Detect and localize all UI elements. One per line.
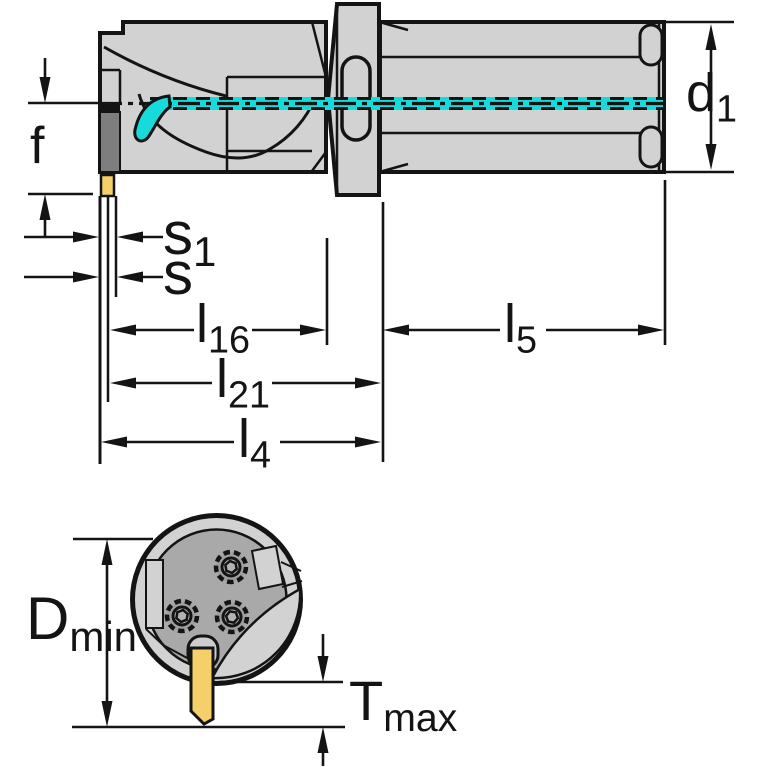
label-dmin: Dmin xyxy=(26,585,138,660)
cutter-head xyxy=(98,20,328,198)
flute-curve-upper xyxy=(103,45,227,98)
label-tmax: Tmax xyxy=(349,669,458,740)
coolant-bar xyxy=(150,97,663,110)
label-l16: l16 xyxy=(196,294,251,362)
coolant-channel xyxy=(100,94,663,143)
chip-pocket xyxy=(209,586,302,680)
tool-body-front xyxy=(130,513,303,726)
label-l5: l5 xyxy=(504,294,538,362)
head-chamfer-bottom xyxy=(310,151,328,172)
dimensions-front xyxy=(72,537,345,766)
label-s1: s1 xyxy=(163,200,217,275)
face-facet-1 xyxy=(145,628,164,646)
label-l21: l21 xyxy=(216,349,271,417)
insert-front xyxy=(189,646,215,726)
label-s: s xyxy=(163,240,193,307)
shank-notch-top xyxy=(638,23,664,67)
seat-clamp-band xyxy=(100,103,120,112)
dimension-l21 xyxy=(110,377,381,389)
dimension-dmin xyxy=(72,537,345,729)
dimension-f xyxy=(28,58,100,236)
dimensions-side xyxy=(24,20,734,464)
shank-chamfer-top xyxy=(382,21,409,32)
rim-slot-line-2 xyxy=(281,580,303,588)
pocket-left xyxy=(145,559,164,629)
label-l4: l4 xyxy=(238,409,272,477)
pocket-top-right xyxy=(250,544,285,591)
rim-slot-line-1 xyxy=(280,561,302,572)
insert-side xyxy=(99,173,116,198)
screw-2 xyxy=(164,598,200,634)
coolant-outlet xyxy=(133,94,172,143)
label-d1: d1 xyxy=(686,63,738,131)
dimension-l16 xyxy=(110,238,329,345)
dimension-l5 xyxy=(381,180,667,462)
flute-curve-lower xyxy=(137,93,317,160)
dimension-s1 xyxy=(24,231,163,243)
label-f: f xyxy=(30,117,45,175)
head-chamfer-top xyxy=(310,21,328,78)
shank-chamfer-bottom xyxy=(382,162,409,173)
cartridge xyxy=(99,111,121,173)
screw-1 xyxy=(213,549,249,585)
dimension-s xyxy=(24,271,163,283)
dimension-l4 xyxy=(101,436,381,448)
face-facet-2 xyxy=(162,644,190,660)
blade-extension-lines xyxy=(98,196,118,464)
side-view xyxy=(24,2,734,464)
shank-notch-bottom xyxy=(638,125,664,169)
dimension-tmax xyxy=(220,634,343,766)
screw-3 xyxy=(214,599,250,635)
dimension-d1 xyxy=(664,20,734,174)
front-view xyxy=(72,513,345,766)
